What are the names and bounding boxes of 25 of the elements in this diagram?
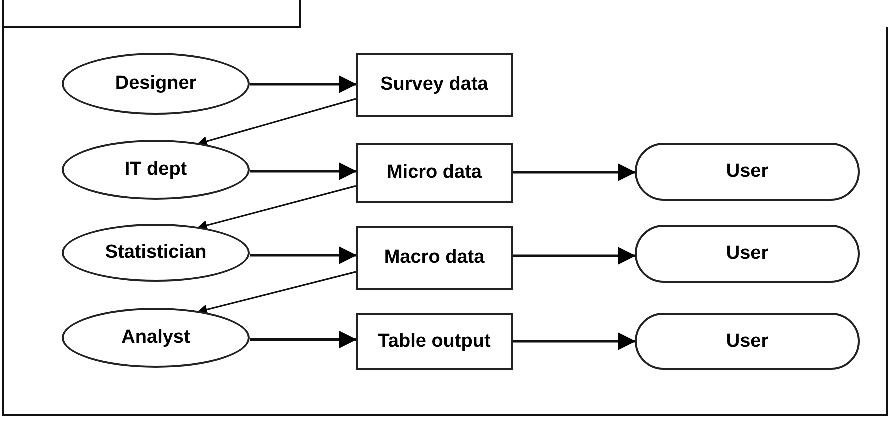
arrow (250, 76, 357, 94)
arrow (513, 332, 636, 350)
node-label: User (726, 160, 769, 184)
data-box (356, 313, 513, 370)
node-label: Designer (115, 72, 197, 96)
node-label: User (726, 330, 769, 354)
data-box (356, 143, 513, 203)
node-label: Statistician (105, 241, 207, 265)
arrow (197, 98, 356, 146)
arrow (197, 185, 356, 230)
node-label: Survey data (380, 73, 488, 97)
arrow (513, 247, 636, 265)
node-label: Macro data (384, 246, 485, 270)
arrow (197, 271, 356, 315)
node-label: User (726, 242, 769, 266)
node-label: Micro data (386, 161, 482, 185)
node-label: IT dept (124, 158, 188, 182)
arrow (250, 330, 357, 349)
node-label: Table output (378, 330, 491, 354)
arrow (250, 162, 357, 180)
data-box (356, 226, 513, 290)
data-box (356, 53, 513, 117)
node-label: Analyst (122, 326, 190, 350)
arrow (513, 164, 636, 182)
arrow (250, 246, 357, 264)
